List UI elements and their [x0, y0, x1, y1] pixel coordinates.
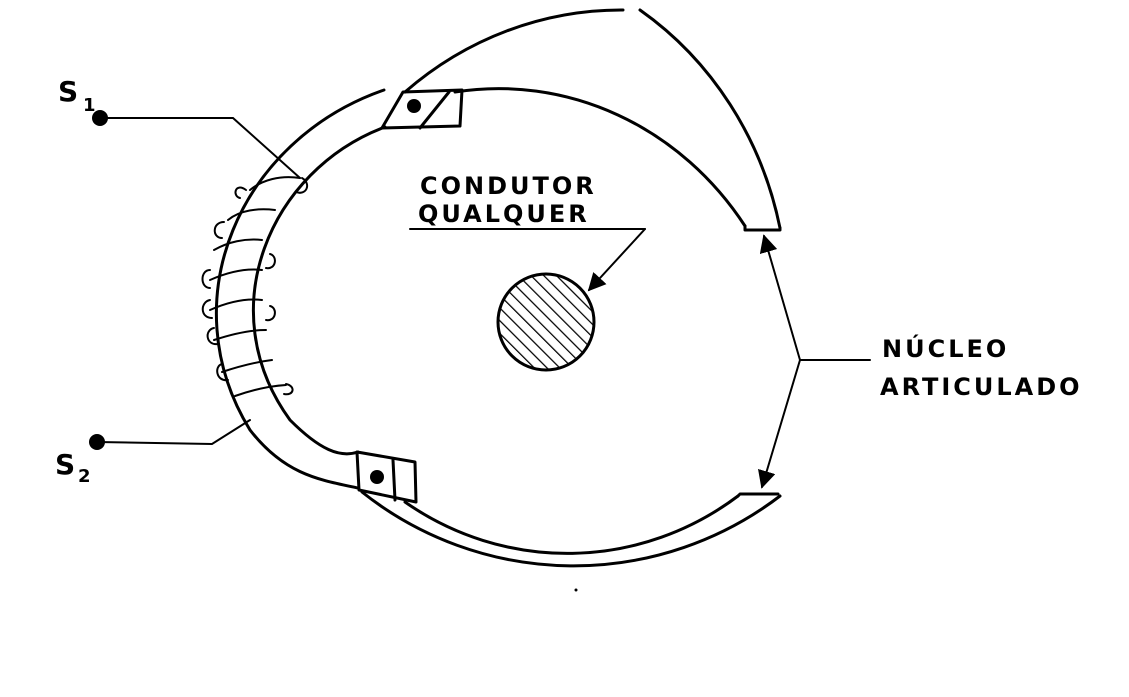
- stray-dot: [574, 588, 578, 592]
- core-pointer-upper: [759, 234, 801, 361]
- lower-hinge-pin: [370, 470, 384, 484]
- core-label-line1: NÚCLEO: [882, 333, 1009, 363]
- terminal-s2-index: 2: [78, 466, 91, 487]
- core-label-line2: ARTICULADO: [880, 373, 1083, 401]
- fixed-core: [214, 88, 387, 490]
- terminal-s1-index: 1: [83, 95, 96, 116]
- upper-core-jaw: [380, 8, 782, 232]
- conductor-label-line2: QUALQUER: [418, 200, 590, 228]
- terminal-s2: S 2: [55, 419, 251, 487]
- terminal-s2-label: S: [55, 448, 78, 481]
- terminal-s1: S 1: [58, 75, 301, 179]
- core-pointer-lower: [758, 359, 801, 489]
- lower-core-jaw: [355, 450, 782, 568]
- conductor-label-line1: CONDUTOR: [420, 172, 597, 200]
- secondary-winding: [201, 176, 309, 397]
- conductor: CONDUTOR QUALQUER: [409, 172, 646, 372]
- conductor-section: [496, 272, 596, 372]
- upper-hinge-pin: [407, 99, 421, 113]
- terminal-s2-lead: [96, 419, 251, 446]
- terminal-s1-label: S: [58, 75, 81, 108]
- core-callout: NÚCLEO ARTICULADO: [758, 234, 1083, 489]
- conductor-pointer: [587, 228, 646, 292]
- terminal-s1-lead: [99, 117, 301, 179]
